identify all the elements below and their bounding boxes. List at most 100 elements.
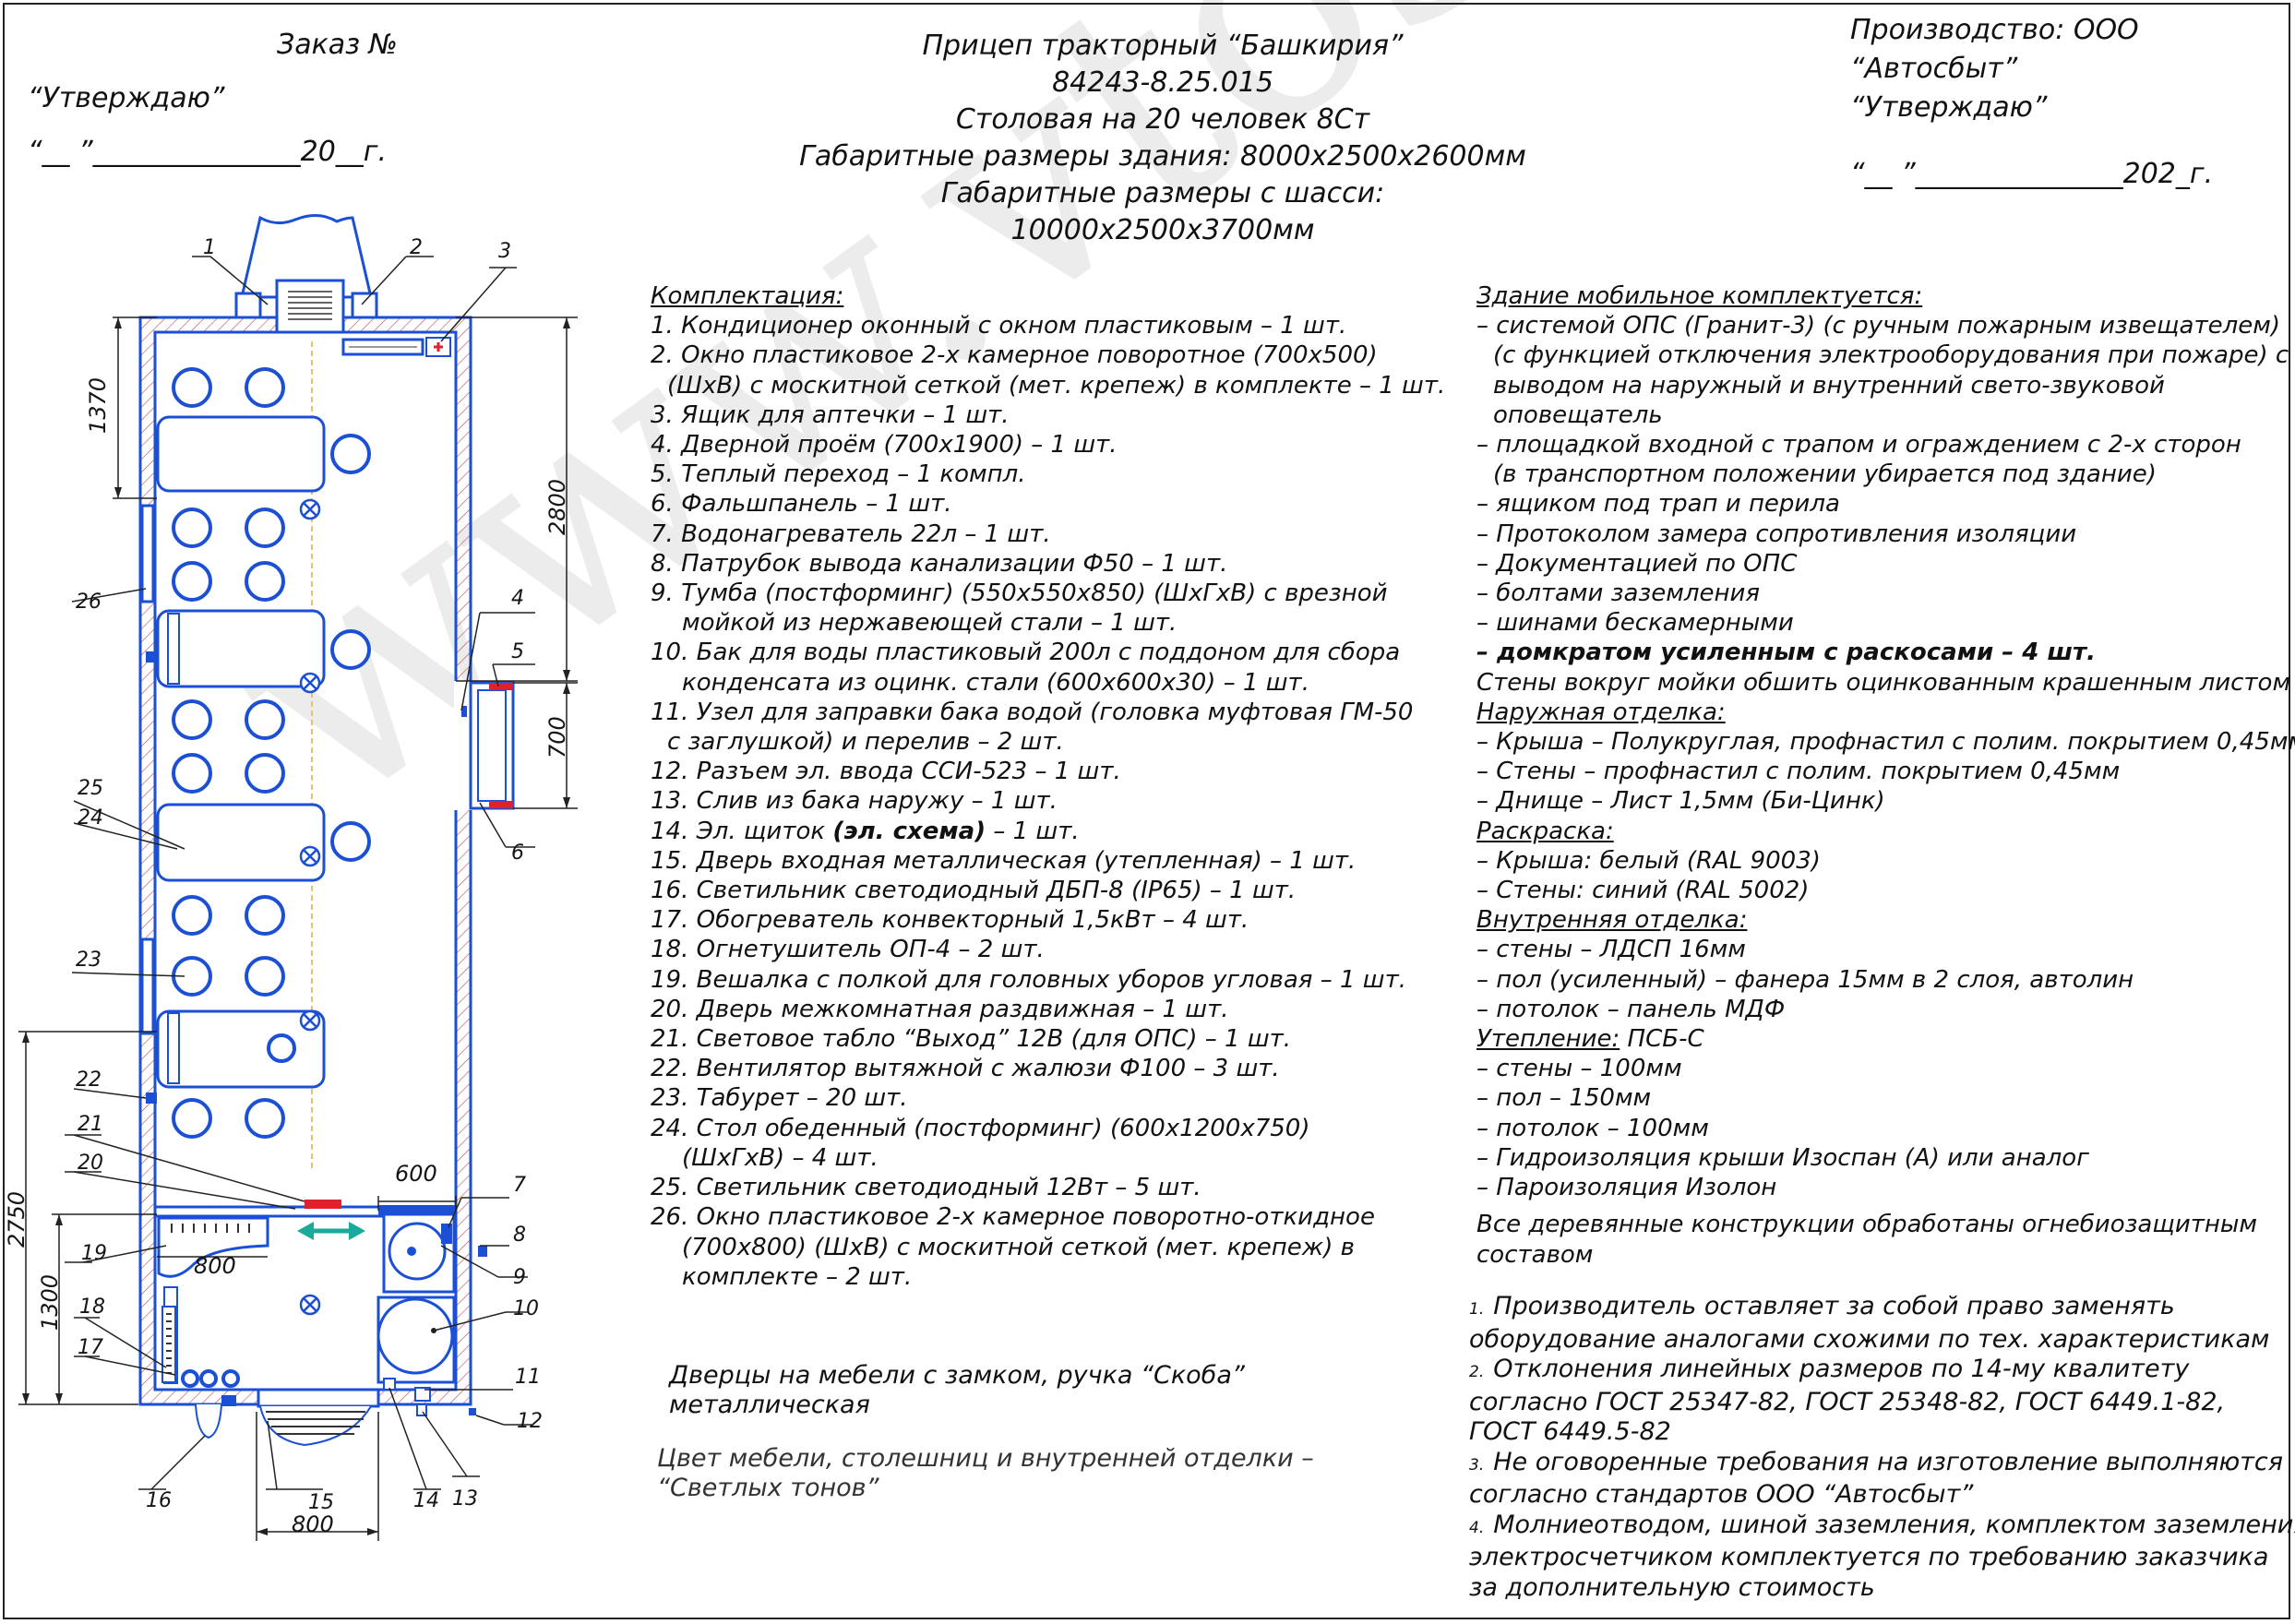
equipment-item: 22. Вентилятор вытяжной с жалюзи Ф100 – … xyxy=(651,1055,1280,1083)
stool xyxy=(172,753,212,794)
title-line-3: Столовая на 20 человек 8Ст xyxy=(955,103,1370,136)
callout-20: 20 xyxy=(78,1152,103,1175)
callout-12: 12 xyxy=(517,1410,543,1433)
paint-heading: Раскраска: xyxy=(1476,817,1614,845)
equipment-list: Комплектация: 1. Кондиционер оконный с о… xyxy=(651,281,1445,1292)
inner-item: – стены – ЛДСП 16мм xyxy=(1476,936,1746,964)
callout-11: 11 xyxy=(515,1366,541,1389)
building-item: – ящиком под трап и перила xyxy=(1476,490,1840,519)
equipment-item: 16. Светильник светодиодный ДБП-8 (IP65)… xyxy=(651,877,1297,905)
dim-2800: 2800 xyxy=(544,478,570,535)
building-item-jacks: – домкратом усиленным с раскосами – 4 шт… xyxy=(1476,639,2096,667)
fire-extinguishers xyxy=(181,1369,240,1388)
light xyxy=(299,498,321,520)
light xyxy=(299,1009,321,1032)
water-heater xyxy=(441,1224,452,1244)
outer-item: – Крыша – Полукруглая, профнастил с поли… xyxy=(1476,728,2295,757)
notes-block: 1.Производитель оставляет за собой право… xyxy=(1469,1292,2295,1603)
air-conditioner xyxy=(234,214,378,334)
note-2: 2. Отклонения линейных размеров по 14-му … xyxy=(1469,1355,2295,1388)
equipment-item: 7. Водонагреватель 22л – 1 шт. xyxy=(651,519,1051,548)
inner-item: – пол (усиленный) – фанера 15мм в 2 слоя… xyxy=(1476,965,2134,994)
building-item: – Документацией по ОПС xyxy=(1476,549,1798,578)
note-1-cont: оборудование аналогами схожими по тех. х… xyxy=(1469,1324,2270,1354)
ceiling-lights xyxy=(299,498,321,1316)
dim-700: 700 xyxy=(544,716,570,758)
equipment-heading: Комплектация: xyxy=(651,282,844,310)
stool xyxy=(172,895,212,936)
callout-23: 23 xyxy=(76,949,102,972)
outer-item: – Днище – Лист 1,5мм (Би-Цинк) xyxy=(1476,787,1885,816)
equipment-item-cont: конденсата из оцинк. стали (600х600х30) … xyxy=(682,668,1309,697)
building-item: выводом на наружный и внутренний свето-з… xyxy=(1493,371,2165,400)
approve-label-left: “Утверждаю” xyxy=(28,82,225,114)
stool xyxy=(245,699,285,740)
power-connector xyxy=(469,1408,476,1415)
equipment-item: 25. Светильник светодиодный 12Вт – 5 шт. xyxy=(651,1174,1201,1202)
insulation-heading: Утепление: xyxy=(1476,1025,1620,1054)
equipment-item-14-text: 14. Эл. щиток xyxy=(651,817,826,845)
color-note: Цвет мебели, столешниц и внутренней отде… xyxy=(657,1444,1314,1503)
equipment-item-cont: (ШхВ) с москитной сеткой (мет. крепеж) в… xyxy=(667,371,1446,400)
outdoor-light xyxy=(221,1395,236,1406)
furniture-note: Дверцы на мебели с замком, ручка “Скоба”… xyxy=(669,1361,1245,1420)
note-number: 3. xyxy=(1469,1455,1485,1475)
furniture-line: металлическая xyxy=(669,1391,870,1419)
building-item: оповещатель xyxy=(1493,400,1663,429)
note-text: Производитель оставляет за собой право з… xyxy=(1493,1292,2175,1320)
building-item: – Протоколом замера сопротивления изоляц… xyxy=(1476,519,2077,548)
equipment-item-cont: мойкой из нержавеющей стали – 1 шт. xyxy=(682,609,1177,638)
building-item: – болтами заземления xyxy=(1476,579,1761,608)
equipment-item: 23. Табурет – 20 шт. xyxy=(651,1084,908,1113)
note-number: 4. xyxy=(1469,1518,1485,1537)
note-text: Молниеотводом, шиной заземления, комплек… xyxy=(1493,1510,2295,1539)
stool xyxy=(245,508,285,548)
order-label: Заказ № xyxy=(277,29,398,61)
insulation-item: – Гидроизоляция крыши Изоспан (А) или ан… xyxy=(1476,1143,2089,1172)
callout-5: 5 xyxy=(511,640,524,663)
building-list: Здание мобильное комплектуется: – систем… xyxy=(1476,281,2295,1270)
table xyxy=(156,1009,326,1089)
callout-18: 18 xyxy=(79,1296,105,1319)
stool xyxy=(172,699,212,740)
inner-item: – потолок – панель МДФ xyxy=(1476,995,1786,1023)
tank-drain xyxy=(416,1403,427,1416)
callout-1: 1 xyxy=(203,236,216,259)
dim-600: 600 xyxy=(395,1161,437,1187)
insulation-row: Утепление: ПСБ-С xyxy=(1476,1024,2295,1054)
side-window xyxy=(140,937,155,1035)
dim-2750: 2750 xyxy=(4,1190,30,1248)
note-text: Отклонения линейных размеров по 14-му кв… xyxy=(1493,1355,2190,1383)
note-number: 2. xyxy=(1469,1363,1485,1381)
note-3: 3.Не оговоренные требования на изготовле… xyxy=(1469,1448,2295,1481)
dim-800-coat: 800 xyxy=(194,1253,236,1279)
building-item: – площадкой входной с трапом и ограждени… xyxy=(1476,431,2241,460)
stools xyxy=(172,367,371,1139)
exit-sign xyxy=(305,1200,341,1209)
date-line-left: “__ ”_______________20__г. xyxy=(28,136,388,168)
equipment-item: 17. Обогреватель конвекторный 1,5кВт – 4… xyxy=(651,906,1249,935)
equipment-item: 2. Окно пластиковое 2-х камерное поворот… xyxy=(651,341,1378,370)
dim-1300: 1300 xyxy=(37,1273,63,1331)
stool xyxy=(245,1098,285,1139)
stool xyxy=(245,956,285,997)
outer-item: – Стены – профнастил с полим. покрытием … xyxy=(1476,758,2121,786)
equipment-item-cont: комплекте – 2 шт. xyxy=(682,1262,913,1291)
stool xyxy=(245,561,285,602)
filling-unit xyxy=(414,1387,431,1402)
header-right: Производство: ООО “Автосбыт” “Утверждаю”… xyxy=(1850,11,2295,194)
callout-25: 25 xyxy=(78,777,103,800)
stool xyxy=(267,1033,296,1063)
color-line: Цвет мебели, столешниц и внутренней отде… xyxy=(657,1444,1314,1473)
stool xyxy=(330,434,371,474)
callout-4: 4 xyxy=(511,587,524,610)
callout-6: 6 xyxy=(511,842,524,865)
producer-label: Производство: ООО “Автосбыт” xyxy=(1850,14,2139,85)
equipment-item: 11. Узел для заправки бака водой (головк… xyxy=(651,698,1414,726)
note-2-cont: ГОСТ 6449.5-82 xyxy=(1469,1417,1671,1446)
title-block: Прицеп тракторный “Башкирия” 84243-8.25.… xyxy=(794,28,1532,249)
callout-3: 3 xyxy=(498,240,511,263)
callout-17: 17 xyxy=(78,1336,103,1359)
dim-800-door: 800 xyxy=(292,1511,334,1537)
dimension-lines xyxy=(18,316,578,1541)
